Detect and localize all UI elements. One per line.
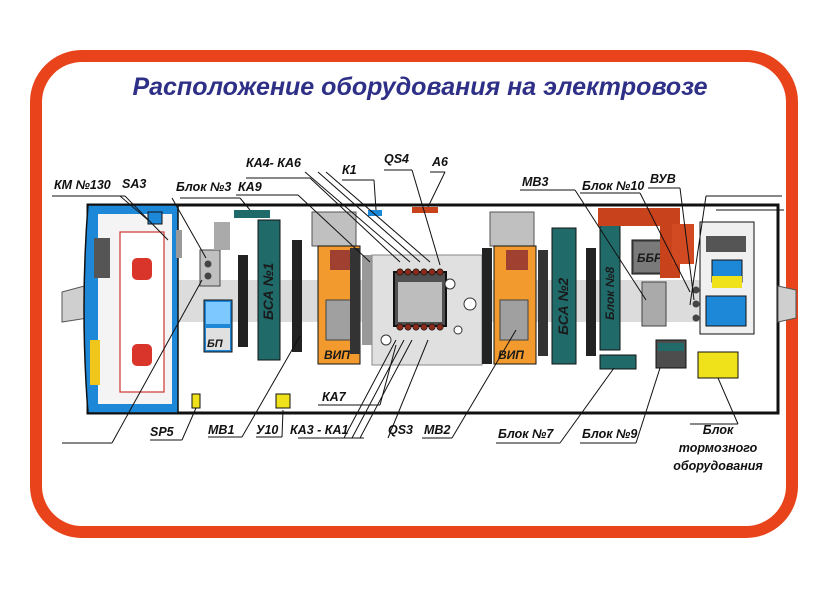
blok8-label: Блок №8 [603, 267, 617, 320]
label-km130: КМ №130 [54, 178, 111, 192]
bsa1-group: БСА №1 [238, 219, 302, 361]
label-ka4-ka6: КА4- КА6 [246, 156, 302, 170]
vip-left-group: ВИП [311, 211, 374, 365]
label-mv3: МВ3 [522, 175, 548, 189]
label-sp5: SP5 [150, 425, 175, 439]
label-ka9: КА9 [238, 180, 262, 194]
bp-label: БП [207, 338, 224, 350]
label-blok7: Блок №7 [498, 427, 554, 441]
label-mv2: МВ2 [424, 423, 450, 437]
seat-top [132, 258, 152, 280]
k1-block [368, 210, 382, 216]
bsa2-label: БСА №2 [555, 277, 571, 335]
label-k1: К1 [342, 163, 357, 177]
bsa2-group: БСА №2 [551, 227, 596, 365]
page-title: Расположение оборудования на электровозе [132, 73, 708, 101]
label-brake-2: тормозного [679, 441, 758, 455]
callout-labels: КМ №130 SA3 Блок №3 КА9 КА4- КА6 К1 QS4 … [54, 152, 763, 473]
label-vuv: ВУВ [650, 172, 676, 186]
label-brake-1: Блок [703, 423, 734, 437]
u10-block [275, 393, 291, 409]
label-a6: А6 [431, 155, 449, 169]
bsa1-label: БСА №1 [260, 262, 276, 320]
label-blok3: Блок №3 [176, 180, 231, 194]
central-apparatus [371, 254, 483, 366]
sp5-block [191, 393, 201, 409]
a6-block [412, 207, 438, 213]
seat-bottom [132, 344, 152, 366]
bsa1-block [257, 219, 281, 361]
label-qs3: QS3 [388, 423, 413, 437]
vuv-block [598, 208, 668, 226]
cab-yellow-panel [90, 340, 100, 385]
label-blok10: Блок №10 [582, 179, 644, 193]
vip-right-label: ВИП [498, 348, 524, 362]
label-sa3: SA3 [122, 177, 146, 191]
blok7-block [599, 354, 637, 370]
label-ka7: КА7 [322, 390, 347, 404]
leader-lines [52, 169, 784, 444]
label-blok9: Блок №9 [582, 427, 637, 441]
label-qs4: QS4 [384, 152, 409, 166]
vip-left-label: ВИП [324, 348, 350, 362]
blok3-block [234, 210, 270, 218]
brake-block [697, 351, 739, 379]
blok8-group: Блок №8 [599, 219, 621, 351]
cab-left [83, 204, 182, 414]
label-ka3-ka1: КА3 - КА1 [290, 423, 348, 437]
cab-right [692, 221, 755, 335]
vip-right-group: ВИП [482, 211, 548, 365]
label-brake-3: оборудования [673, 459, 763, 473]
bbr-label: ББР [637, 251, 663, 265]
label-u10: У10 [256, 423, 278, 437]
coupler-right [777, 285, 797, 323]
label-mv1: МВ1 [208, 423, 234, 437]
